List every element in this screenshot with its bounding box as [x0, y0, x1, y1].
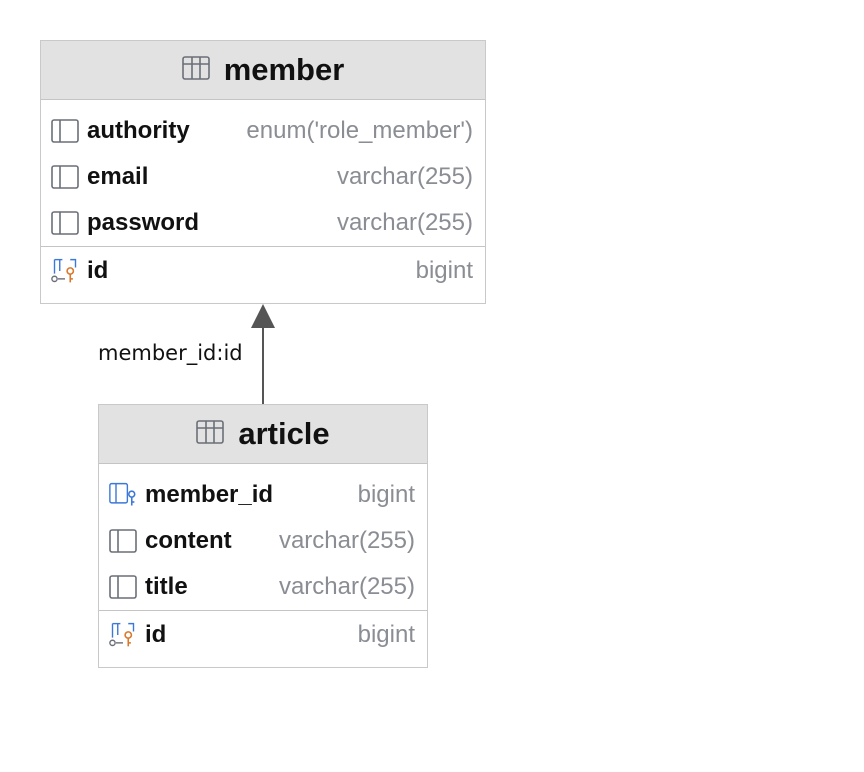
column-name: authority — [87, 117, 190, 144]
column-row[interactable]: content varchar(255) — [99, 518, 427, 564]
column-type: varchar(255) — [336, 209, 473, 236]
column-name: id — [87, 257, 109, 284]
table-title: member — [223, 52, 345, 87]
table-header-member[interactable]: member — [41, 41, 485, 100]
column-row[interactable]: title varchar(255) — [99, 564, 427, 610]
primary-key-icon — [109, 622, 137, 647]
column-icon — [109, 575, 137, 599]
column-row[interactable]: email varchar(255) — [41, 154, 485, 200]
column-type: enum('role_member') — [246, 117, 473, 144]
column-row[interactable]: authority enum('role_member') — [41, 108, 485, 154]
primary-key-icon — [51, 258, 79, 283]
table-article[interactable]: article member_id bigint content varchar… — [98, 404, 428, 668]
table-header-article[interactable]: article — [99, 405, 427, 464]
table-icon — [181, 55, 210, 85]
column-type: varchar(255) — [336, 163, 473, 190]
column-name: member_id — [145, 481, 274, 508]
column-icon — [51, 119, 79, 143]
column-icon — [51, 211, 79, 235]
table-member[interactable]: member authority enum('role_member') ema… — [40, 40, 486, 304]
primary-key-row[interactable]: id bigint — [99, 611, 427, 659]
column-row[interactable]: password varchar(255) — [41, 200, 485, 246]
table-icon — [196, 419, 225, 449]
column-name: email — [87, 163, 149, 190]
column-type: varchar(255) — [278, 573, 415, 600]
section-divider — [99, 610, 427, 611]
foreign-key-icon — [109, 482, 137, 507]
column-name: id — [145, 621, 167, 648]
column-type: bigint — [357, 481, 415, 508]
column-type: varchar(255) — [278, 527, 415, 554]
column-icon — [51, 165, 79, 189]
column-type: bigint — [357, 621, 415, 648]
relation-arrowhead — [251, 304, 275, 328]
column-name: title — [145, 573, 188, 600]
column-icon — [109, 529, 137, 553]
section-divider — [41, 246, 485, 247]
foreign-key-row[interactable]: member_id bigint — [99, 472, 427, 518]
column-name: password — [87, 209, 200, 236]
column-name: content — [145, 527, 232, 554]
relation-label: member_id:id — [98, 341, 243, 365]
column-type: bigint — [415, 257, 473, 284]
table-title: article — [238, 416, 330, 451]
primary-key-row[interactable]: id bigint — [41, 247, 485, 295]
